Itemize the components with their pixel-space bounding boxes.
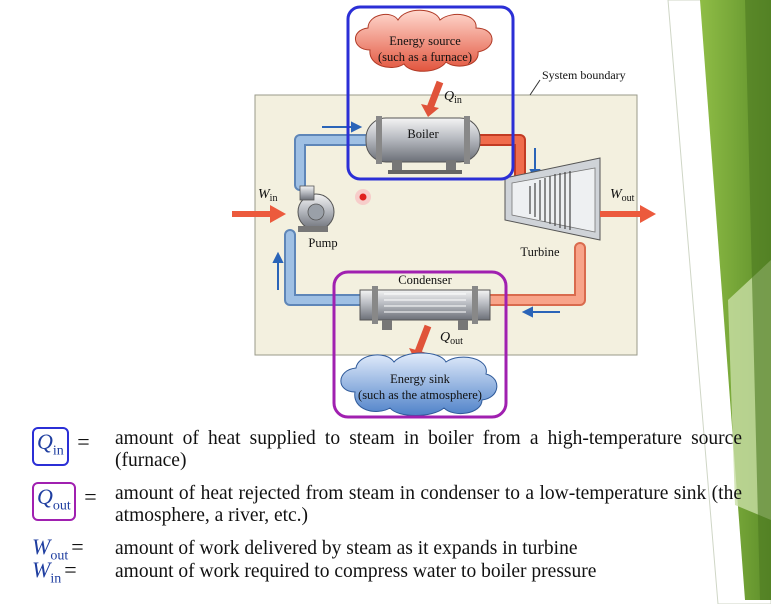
w-in-description: amount of work required to compress wate… [115, 561, 597, 582]
w-in-legend-equals: = [64, 557, 77, 582]
energy-source-line1: Energy source [389, 34, 461, 48]
q-in-legend-symbol: Q [37, 429, 53, 454]
q-in-symbol: Q [444, 89, 454, 104]
energy-sink-line1: Energy sink [390, 372, 451, 386]
w-out-subscript: out [622, 193, 635, 204]
q-in-description: amount of heat supplied to steam in boil… [115, 428, 742, 471]
svg-text:Win: Win [258, 187, 277, 204]
w-in-legend-symbol: W [32, 557, 51, 582]
condenser-highlight-box [332, 270, 508, 419]
svg-text:Wout: Wout [610, 187, 635, 204]
q-out-legend-symbol: Q [37, 484, 53, 509]
q-out-legend-equals: = [84, 484, 97, 509]
svg-text:Qin: Qin [444, 89, 462, 106]
energy-source-cloud: Energy source (such as a furnace) [355, 9, 493, 72]
energy-sink-line2: (such as the atmosphere) [358, 388, 482, 402]
turbine: Turbine [504, 157, 601, 259]
q-out-description: amount of heat rejected from steam in co… [115, 483, 742, 526]
w-in-arrow: Win [232, 187, 286, 223]
q-out-symbol: Q [440, 330, 450, 345]
boiler-highlight-box [346, 5, 515, 181]
q-out-legend-box: Qout [32, 482, 76, 522]
q-in-legend-box: Qin [32, 427, 69, 467]
w-in-subscript: in [270, 193, 278, 204]
condenser-label: Condenser [398, 273, 452, 287]
q-in-subscript: in [454, 95, 462, 106]
w-out-arrow: Wout [600, 187, 656, 223]
q-out-subscript: out [450, 336, 463, 347]
boiler: Boiler [365, 116, 481, 174]
svg-text:Qout: Qout [440, 330, 463, 347]
q-in-legend-subscript: in [52, 443, 64, 459]
energy-source-line2: (such as a furnace) [378, 50, 472, 64]
boiler-label: Boiler [407, 127, 439, 141]
w-out-legend-symbol: W [32, 534, 51, 559]
w-out-description: amount of work delivered by steam as it … [115, 538, 578, 559]
pump-label: Pump [308, 236, 337, 250]
w-out-legend-subscript: out [50, 548, 69, 564]
w-out-legend-equals: = [71, 534, 84, 559]
system-boundary-label: System boundary [542, 68, 626, 82]
w-out-symbol: W [610, 187, 623, 202]
pump: Pump [297, 185, 338, 250]
q-out-legend-subscript: out [52, 498, 71, 514]
condenser: Condenser [359, 273, 491, 330]
slide-decoration [667, 0, 771, 604]
w-in-symbol: W [258, 187, 271, 202]
pointer-marker [355, 189, 371, 205]
legend: Qin = amount of heat supplied to steam i… [30, 427, 742, 598]
turbine-label: Turbine [520, 245, 560, 259]
energy-sink-cloud: Energy sink (such as the atmosphere) [340, 352, 498, 416]
q-in-legend-equals: = [77, 429, 90, 454]
w-in-legend-subscript: in [50, 571, 62, 587]
pipes [284, 134, 586, 306]
q-in-arrow: Qin [421, 80, 462, 117]
